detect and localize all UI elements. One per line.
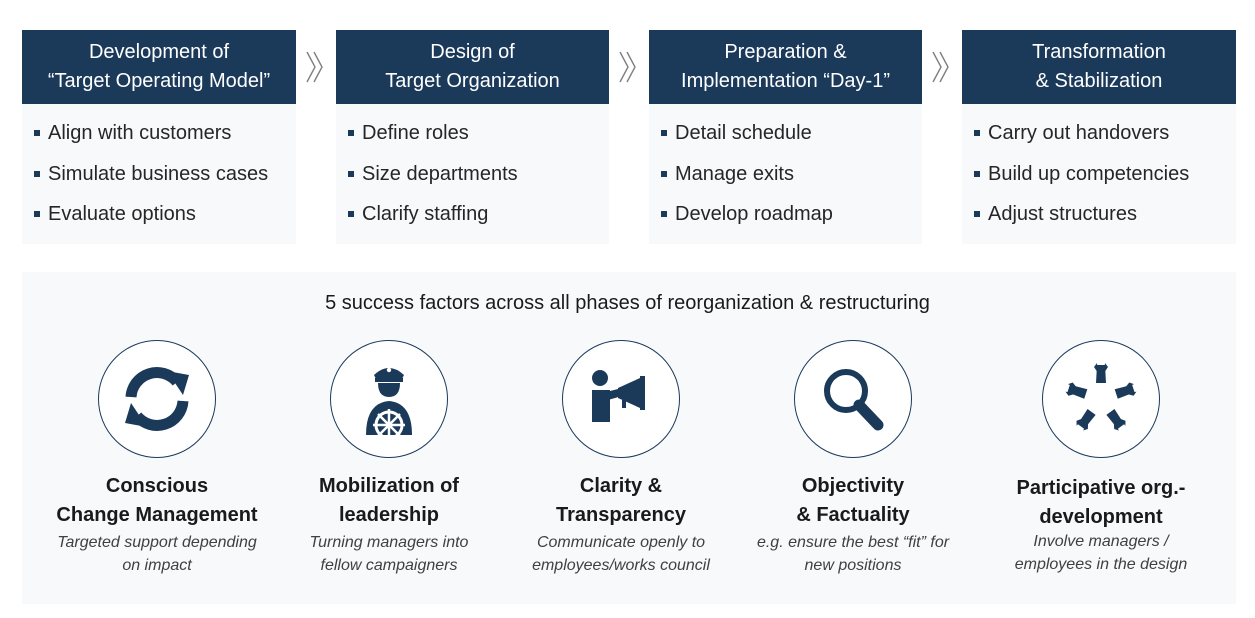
phase-1-item: Align with customers: [34, 122, 296, 144]
bullet-marker: [34, 211, 40, 217]
phase-4-item: Build up competencies: [974, 163, 1236, 185]
magnifier-icon: [824, 369, 884, 431]
factor-description: e.g. ensure the best “fit” for new posit…: [756, 534, 950, 574]
refresh-arrows-icon: [125, 367, 189, 431]
factor-participation: Participative org.- development Involve …: [981, 340, 1221, 576]
phase-3-item: Manage exits: [661, 163, 922, 185]
factor-description: Communicate openly to employees/works co…: [532, 534, 710, 574]
bullet-marker: [348, 130, 354, 136]
factor-title: Conscious Change Management: [56, 475, 258, 526]
phase-4-item: Adjust structures: [974, 203, 1236, 225]
phase-1-item: Evaluate options: [34, 203, 296, 225]
success-factors-title: 5 success factors across all phases of r…: [325, 292, 930, 314]
factor-icon-circle: [330, 340, 448, 458]
phase-1-title-line1: Development of: [88, 41, 230, 63]
factor-description: Targeted support depending on impact: [57, 534, 257, 574]
factor-title: Mobilization of leadership: [319, 475, 459, 526]
phase-1-header: Development of “Target Operating Model”: [22, 30, 296, 104]
bullet-marker: [974, 130, 980, 136]
joined-hands-icon: [1065, 363, 1137, 431]
phase-4-header: Transformation & Stabilization: [962, 30, 1236, 104]
factor-icon-circle: [562, 340, 680, 458]
phase-2-title-line1: Design of: [430, 41, 515, 63]
bullet-marker: [348, 170, 354, 177]
phase-3-body: Detail schedule Manage exits Develop roa…: [649, 104, 922, 244]
phase-4-title-line2: & Stabilization: [1035, 70, 1163, 92]
bullet-marker: [661, 211, 667, 217]
phase-3-header: Preparation & Implementation “Day-1”: [649, 30, 922, 104]
phase-3-title-line2: Implementation “Day-1”: [681, 70, 890, 92]
phase-3-item: Detail schedule: [661, 122, 922, 144]
phase-1-title-line2: “Target Operating Model”: [47, 70, 271, 92]
chevron-right-icon: [932, 51, 949, 83]
factor-description: Involve managers / employees in the desi…: [1014, 533, 1188, 573]
phase-2-body: Define roles Size departments Clarify st…: [336, 104, 609, 244]
bullet-marker: [974, 170, 980, 177]
chevron-right-icon: [306, 51, 323, 83]
phase-2-item: Define roles: [348, 122, 609, 144]
bullet-marker: [661, 170, 667, 177]
phase-2-item: Size departments: [348, 163, 609, 185]
bullet-marker: [661, 130, 667, 136]
factor-title: Clarity & Transparency: [555, 475, 687, 526]
factor-leadership: Mobilization of leadership Turning manag…: [269, 340, 509, 577]
phase-1-item: Simulate business cases: [34, 163, 296, 185]
factor-icon-circle: [98, 340, 216, 458]
phase-2-item: Clarify staffing: [348, 203, 609, 225]
chevron-right-icon: [619, 51, 636, 83]
factor-icon-circle: [1042, 340, 1160, 458]
phase-1-body: Align with customers Simulate business c…: [22, 104, 296, 244]
captain-at-helm-icon: [366, 367, 412, 439]
phase-3-title-line1: Preparation &: [724, 41, 847, 63]
bullet-marker: [348, 211, 354, 217]
phase-2-header: Design of Target Organization: [336, 30, 609, 104]
phase-4-body: Carry out handovers Build up competencie…: [962, 104, 1236, 244]
factor-transparency: Clarity & Transparency Communicate openl…: [501, 340, 741, 577]
factor-icon-circle: [794, 340, 912, 458]
person-megaphone-icon: [592, 370, 645, 422]
factor-change-management: Conscious Change Management Targeted sup…: [37, 340, 277, 577]
factor-title: Objectivity & Factuality: [796, 475, 910, 526]
factor-description: Turning managers into fellow campaigners: [309, 534, 469, 574]
phase-3-item: Develop roadmap: [661, 203, 922, 225]
factor-title: Participative org.- development: [1016, 477, 1186, 528]
bullet-marker: [34, 130, 40, 136]
factor-objectivity: Objectivity & Factuality e.g. ensure the…: [733, 340, 973, 577]
phase-2-title-line2: Target Organization: [385, 70, 560, 92]
bullet-marker: [34, 170, 40, 177]
phase-4-title-line1: Transformation: [1032, 41, 1166, 63]
bullet-marker: [974, 211, 980, 217]
phase-4-item: Carry out handovers: [974, 122, 1236, 144]
